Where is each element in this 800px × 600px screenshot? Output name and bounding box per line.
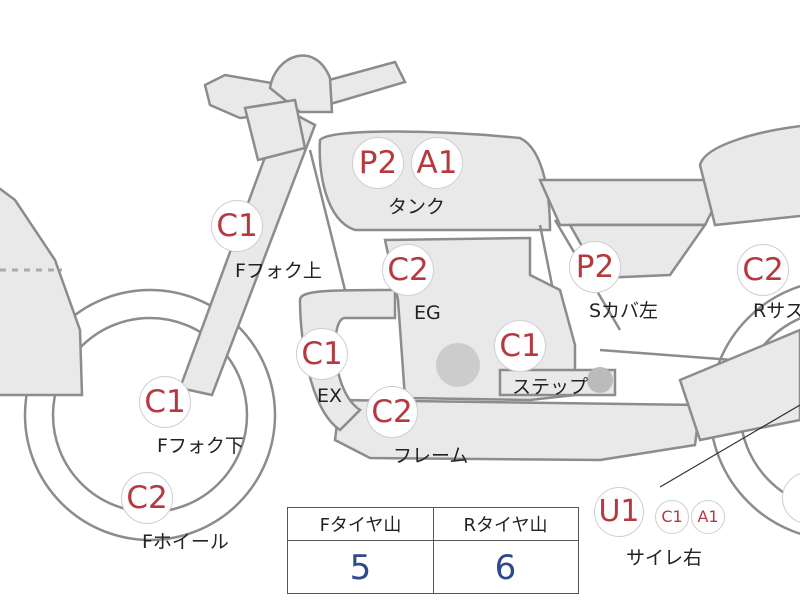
label-fork-upper: Fフォク上 bbox=[235, 260, 322, 282]
muffler bbox=[678, 328, 800, 442]
marker-front-wheel: C2 bbox=[121, 472, 173, 524]
leader-line bbox=[659, 404, 800, 488]
label-eg: EG bbox=[414, 302, 441, 324]
headlight bbox=[268, 54, 334, 114]
label-rear-susp: Rサス bbox=[753, 300, 800, 322]
front-tire-column: Fタイヤ山 5 bbox=[288, 508, 434, 593]
marker-side-cover: P2 bbox=[569, 241, 621, 293]
marker-fork-lower: C1 bbox=[139, 376, 191, 428]
label-fork-lower: Fフォク下 bbox=[157, 435, 244, 457]
label-side-cover: Sカバ左 bbox=[589, 300, 659, 322]
marker-muffler-c: C1 bbox=[655, 500, 689, 534]
marker-tank-p: P2 bbox=[352, 137, 404, 189]
marker-ex: C1 bbox=[296, 328, 348, 380]
seat-rear bbox=[698, 124, 800, 227]
steering-neck bbox=[243, 98, 307, 162]
label-tank: タンク bbox=[388, 196, 446, 218]
marker-rear-susp: C2 bbox=[737, 244, 789, 296]
marker-fork-upper: C1 bbox=[211, 200, 263, 252]
marker-step: C1 bbox=[494, 320, 546, 372]
front-tire-header: Fタイヤ山 bbox=[288, 508, 433, 541]
marker-muffler-u: U1 bbox=[594, 487, 644, 537]
label-ex: EX bbox=[317, 385, 343, 407]
label-step: ステップ bbox=[512, 376, 589, 398]
rear-tire-header: Rタイヤ山 bbox=[433, 508, 578, 541]
marker-muffler-a: A1 bbox=[691, 500, 725, 534]
front-fender bbox=[0, 187, 84, 397]
engine-cover bbox=[436, 343, 480, 387]
step-bar bbox=[498, 368, 617, 397]
marker-frame: C2 bbox=[366, 386, 418, 438]
marker-tank-a: A1 bbox=[411, 137, 463, 189]
rear-tire-value: 6 bbox=[494, 547, 517, 588]
label-frame: フレーム bbox=[393, 445, 469, 467]
label-muffler: サイレ右 bbox=[626, 547, 703, 569]
rear-tire-column: Rタイヤ山 6 bbox=[433, 508, 578, 593]
front-fork bbox=[178, 106, 317, 397]
step-peg bbox=[587, 367, 613, 393]
seat bbox=[538, 178, 717, 227]
front-tire-value: 5 bbox=[349, 547, 372, 588]
label-front-wheel: Fホイール bbox=[142, 531, 229, 553]
marker-eg: C2 bbox=[382, 244, 434, 296]
tire-tread-table: Fタイヤ山 5 Rタイヤ山 6 bbox=[287, 507, 579, 594]
